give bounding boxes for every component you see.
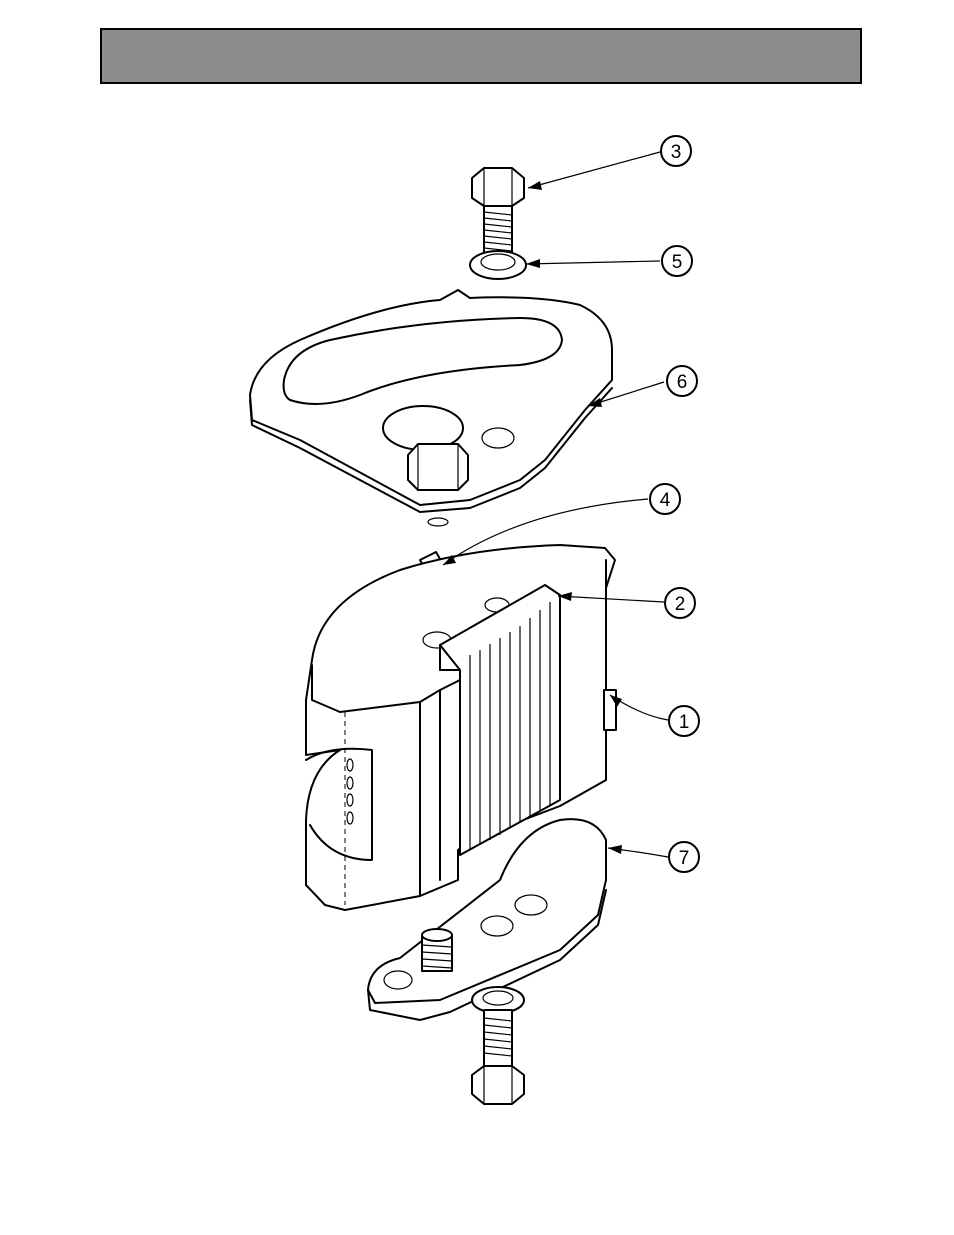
- top-plate: [250, 290, 612, 526]
- callout-label-3: 3: [671, 142, 682, 163]
- callout-label-7: 7: [679, 848, 690, 869]
- callout-7: 7: [608, 842, 699, 872]
- callout-5: 5: [526, 246, 692, 276]
- callout-label-1: 1: [679, 712, 690, 733]
- bolt-bottom: [472, 987, 524, 1104]
- callout-label-5: 5: [672, 252, 683, 273]
- bolt-top: [472, 168, 524, 254]
- callout-1: 1: [610, 695, 699, 736]
- callout-label-6: 6: [677, 372, 688, 393]
- callout-3: 3: [528, 136, 691, 190]
- callout-label-2: 2: [675, 594, 686, 615]
- callout-label-4: 4: [660, 490, 671, 511]
- washer-top: [470, 251, 526, 279]
